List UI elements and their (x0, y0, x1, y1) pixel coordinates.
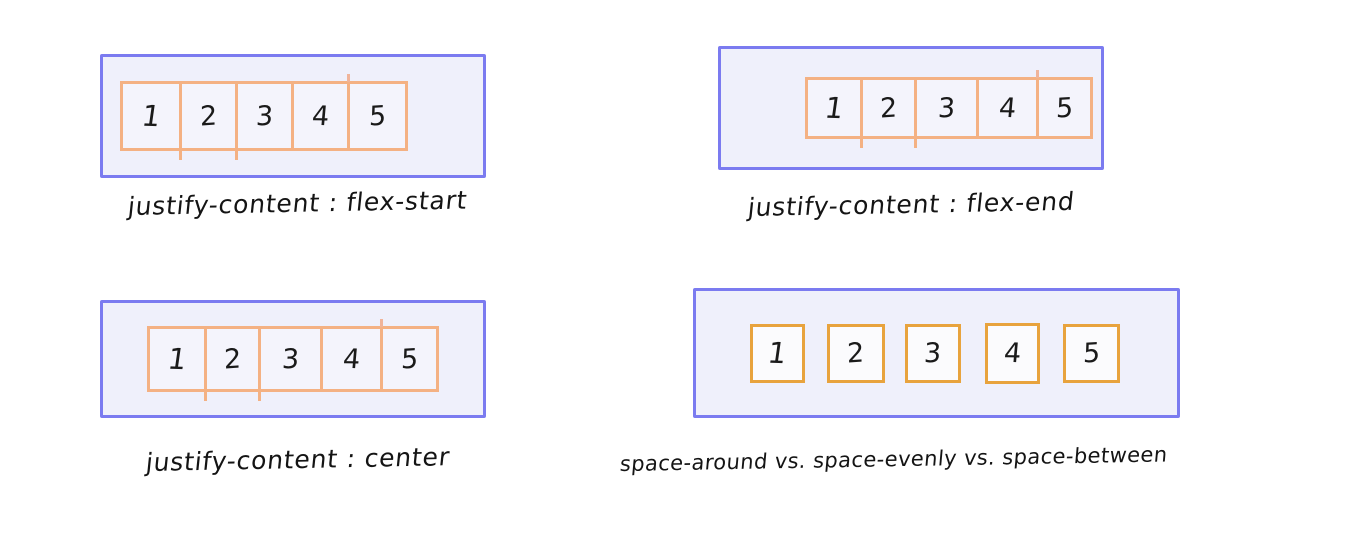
flex-item: 1 (808, 80, 860, 136)
flex-item: 4 (985, 322, 1040, 384)
flex-item: 5 (1063, 323, 1120, 383)
flex-item: 1 (750, 323, 805, 383)
flex-item: 2 (179, 84, 235, 160)
caption-spaced: space-around vs. space-evenly vs. space-… (618, 442, 1169, 477)
flex-item-label: 5 (400, 343, 419, 375)
flex-item-label: 3 (281, 343, 300, 375)
caption-center: justify-content : center (144, 442, 452, 478)
flex-item-strip: 1 2 3 4 5 (120, 74, 408, 160)
flex-item: 3 (235, 84, 291, 160)
caption-flex-start: justify-content : flex-start (126, 185, 469, 222)
flex-item: 2 (860, 80, 914, 148)
flex-item-strip: 1 2 3 4 5 (805, 70, 1093, 148)
flex-item-label: 3 (937, 92, 956, 124)
flex-item: 1 (123, 84, 179, 148)
flex-item-label: 3 (255, 100, 274, 132)
flex-item-label: 1 (765, 335, 790, 370)
flex-item: 3 (914, 80, 976, 148)
flex-item-strip: 1 2 3 4 5 (147, 319, 439, 401)
flex-item: 5 (380, 319, 436, 389)
flex-item-box-row: 1 2 3 4 5 (750, 322, 1120, 384)
flex-item-label: 5 (368, 100, 387, 132)
flex-item-label: 5 (1055, 92, 1074, 124)
flex-item: 4 (291, 84, 347, 148)
flex-item: 3 (258, 329, 320, 401)
flex-item: 5 (1036, 70, 1090, 136)
flex-item: 4 (976, 80, 1036, 136)
flex-container-spaced: 1 2 3 4 5 (693, 288, 1180, 418)
flex-container-flex-end: 1 2 3 4 5 (718, 46, 1104, 170)
flex-item-label: 4 (997, 92, 1018, 124)
flex-item-label: 2 (847, 336, 865, 370)
flex-item-label: 5 (1082, 337, 1101, 369)
flex-item-label: 2 (879, 91, 898, 125)
flex-item-label: 3 (923, 337, 943, 369)
flex-item: 4 (320, 329, 380, 389)
flex-item-label: 2 (199, 99, 218, 133)
flex-item-label: 1 (822, 90, 846, 125)
flex-item: 1 (150, 329, 204, 389)
flex-item: 3 (905, 323, 961, 383)
flex-item: 2 (204, 329, 258, 401)
caption-flex-end: justify-content : flex-end (746, 186, 1077, 223)
flex-item: 2 (827, 323, 885, 383)
flex-container-center: 1 2 3 4 5 (100, 300, 486, 418)
flex-item-label: 2 (223, 342, 242, 376)
flex-item-label: 1 (139, 98, 163, 133)
flex-item: 5 (347, 74, 405, 148)
flex-item-label: 4 (310, 100, 331, 132)
flex-container-flex-start: 1 2 3 4 5 (100, 54, 486, 178)
flex-item-label: 4 (341, 343, 362, 375)
flex-item-label: 4 (1002, 337, 1023, 369)
flex-item-label: 1 (165, 341, 189, 376)
